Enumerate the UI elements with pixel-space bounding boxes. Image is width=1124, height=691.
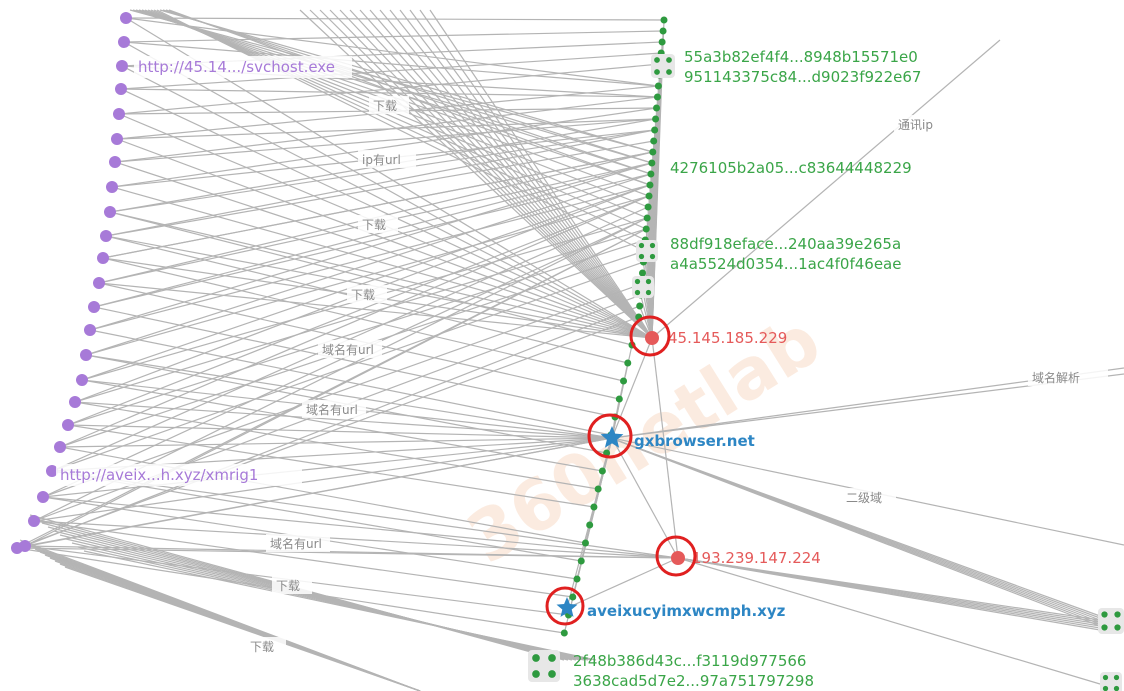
sample-hash[interactable]: 4276105b2a05...c83644448229	[670, 159, 912, 177]
sample-cluster-icon[interactable]	[636, 240, 658, 262]
highlight-ring	[587, 413, 633, 459]
sample-node-dot[interactable]	[636, 302, 644, 310]
url-node-dot[interactable]	[88, 301, 100, 313]
url-node-dot[interactable]	[118, 36, 130, 48]
ip-node-dot[interactable]	[645, 331, 659, 345]
sample-node-dot[interactable]	[603, 449, 611, 457]
sample-hash[interactable]: a4a5524d0354...1ac4f0f46eae	[670, 255, 901, 273]
highlight-rings	[545, 315, 697, 626]
sample-node-dot[interactable]	[620, 377, 628, 385]
sample-cluster-icon[interactable]	[1100, 672, 1122, 691]
sample-hash[interactable]: 55a3b82ef4f4...8948b15571e0	[684, 48, 918, 66]
sample-hash[interactable]: 3638cad5d7e2...97a751797298	[573, 672, 814, 690]
edge-label-domain-has-url: 域名有url	[322, 342, 374, 357]
sample-node-dot[interactable]	[638, 269, 646, 277]
sample-node-dot[interactable]	[643, 214, 651, 222]
sample-node-dot[interactable]	[642, 225, 650, 233]
domain-star-icon[interactable]	[600, 426, 624, 448]
url-node-dot[interactable]	[111, 133, 123, 145]
sample-node-dot[interactable]	[577, 557, 585, 565]
sample-node-dot[interactable]	[594, 485, 602, 493]
sample-node-dot[interactable]	[581, 539, 589, 547]
sample-node-dot[interactable]	[615, 395, 623, 403]
url-node-dot[interactable]	[93, 277, 105, 289]
url-node-dot[interactable]	[104, 206, 116, 218]
domain-node-label[interactable]: gxbrowser.net	[634, 432, 755, 450]
url-node-dot[interactable]	[115, 83, 127, 95]
url-label[interactable]: http://45.14.../svchost.exe	[138, 58, 335, 76]
edge-label-dns-resolve: 域名解析	[1032, 370, 1080, 385]
url-node-dot[interactable]	[100, 230, 112, 242]
sample-hash[interactable]: 951143375c84...d9023f922e67	[684, 68, 921, 86]
url-node-dot[interactable]	[28, 515, 40, 527]
edge-label-ip-has-url: ip有url	[362, 153, 401, 167]
url-node-dot[interactable]	[116, 60, 128, 72]
nodes-layer	[11, 12, 1124, 691]
url-node-dot[interactable]	[62, 419, 74, 431]
sample-node-dot[interactable]	[645, 192, 653, 200]
sample-node-dot[interactable]	[654, 82, 662, 90]
url-node-dot[interactable]	[113, 108, 125, 120]
sample-node-dot[interactable]	[624, 359, 632, 367]
url-node-dot[interactable]	[37, 491, 49, 503]
sample-node-dot[interactable]	[598, 467, 606, 475]
edge-label-subdomain: 二级域	[846, 491, 882, 505]
sample-node-dot[interactable]	[658, 38, 666, 46]
url-node-dot[interactable]	[69, 396, 81, 408]
edge-label-download: 下载	[250, 640, 274, 654]
sample-hash[interactable]: 88df918eface...240aa39e265a	[670, 235, 901, 253]
sample-node-dot[interactable]	[590, 503, 598, 511]
url-node-dot[interactable]	[46, 465, 58, 477]
sample-cluster-icon[interactable]	[528, 650, 560, 682]
edge-label-download: 下载	[373, 99, 397, 113]
sample-node-dot[interactable]	[646, 181, 654, 189]
sample-node-dot[interactable]	[586, 521, 594, 529]
domain-star-icon[interactable]	[556, 597, 578, 617]
sample-node-dot[interactable]	[650, 137, 658, 145]
ip-node-label[interactable]: 193.239.147.224	[692, 549, 821, 567]
domain-node-label[interactable]: aveixucyimxwcmph.xyz	[587, 602, 786, 620]
sample-node-dot[interactable]	[660, 16, 668, 24]
sample-node-dot[interactable]	[648, 159, 656, 167]
sample-node-dot[interactable]	[647, 170, 655, 178]
sample-node-dot[interactable]	[644, 203, 652, 211]
sample-hash[interactable]: 2f48b386d43c...f3119d977566	[573, 652, 806, 670]
edge-label-download: 下载	[276, 579, 300, 593]
url-node-dot[interactable]	[54, 441, 66, 453]
edge-label-download: 下载	[351, 288, 375, 302]
sample-cluster-icon[interactable]	[632, 276, 654, 298]
url-node-dot[interactable]	[80, 349, 92, 361]
sample-node-dot[interactable]	[651, 126, 659, 134]
highlight-ring	[629, 315, 671, 357]
url-node-dot[interactable]	[76, 374, 88, 386]
sample-node-dot[interactable]	[653, 104, 661, 112]
sample-node-dot[interactable]	[653, 93, 661, 101]
sample-node-dot[interactable]	[573, 575, 581, 583]
url-node-dot[interactable]	[106, 181, 118, 193]
edge-label-domain-has-url: 域名有url	[306, 402, 358, 417]
labels-layer: 下载 ip有url 下载 下载 域名有url 域名有url 域名有url 下载 …	[56, 48, 1108, 690]
url-node-dot[interactable]	[97, 252, 109, 264]
url-node-dot[interactable]	[120, 12, 132, 24]
edge-label-download: 下载	[362, 218, 386, 232]
url-node-dot[interactable]	[109, 156, 121, 168]
edge-label-domain-has-url: 域名有url	[270, 536, 322, 551]
edges-layer	[16, 9, 1124, 691]
sample-cluster-icon[interactable]	[1098, 608, 1124, 634]
url-label[interactable]: http://aveix...h.xyz/xmrig1	[60, 466, 258, 484]
ip-node-label[interactable]: 45.145.185.229	[668, 329, 787, 347]
sample-node-dot[interactable]	[569, 593, 577, 601]
highlight-ring	[655, 535, 697, 577]
url-node-dot[interactable]	[84, 324, 96, 336]
sample-node-dot[interactable]	[659, 27, 667, 35]
ip-node-dot[interactable]	[671, 551, 685, 565]
sample-node-dot[interactable]	[652, 115, 660, 123]
url-node-dot[interactable]	[11, 542, 23, 554]
sample-node-dot[interactable]	[649, 148, 657, 156]
sample-node-dot[interactable]	[560, 629, 568, 637]
sample-cluster-icon[interactable]	[651, 54, 675, 78]
highlight-ring	[545, 586, 585, 626]
edge-label-comm-ip: 通讯ip	[898, 118, 933, 132]
